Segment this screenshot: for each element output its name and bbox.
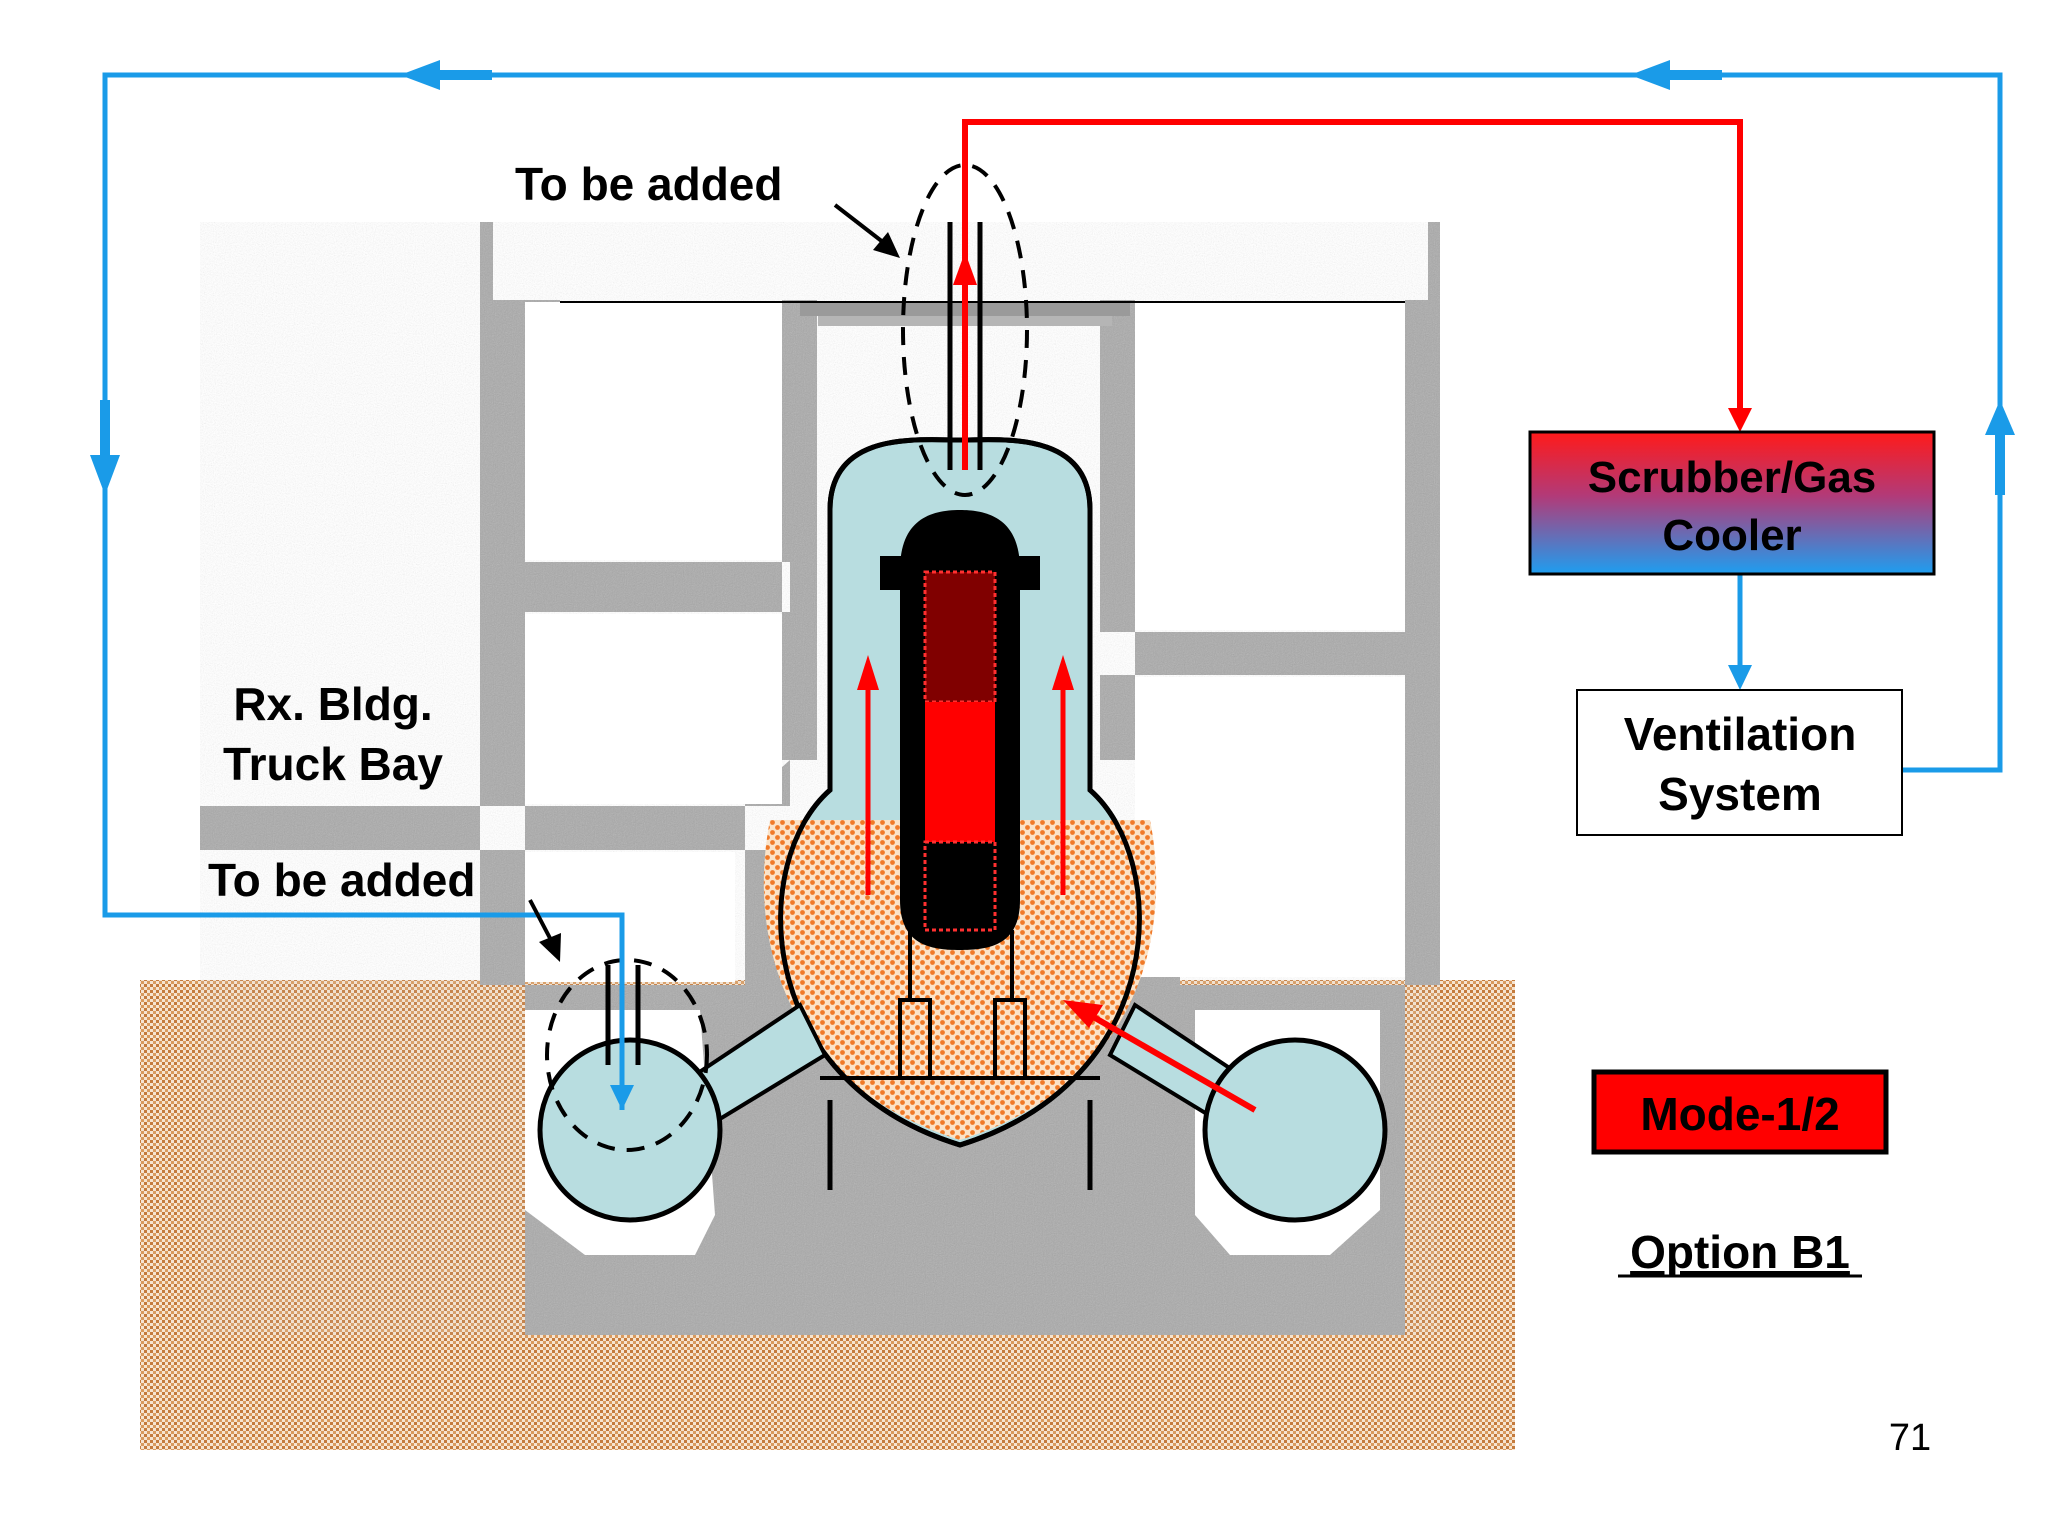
callout-arrows: [528, 203, 900, 962]
mode-label: Mode-1/2: [1640, 1088, 1839, 1140]
truck-bay-label-line2: Truck Bay: [223, 738, 443, 790]
to-be-added-top-label: To be added: [515, 158, 783, 210]
truck-bay-label-line1: Rx. Bldg.: [233, 678, 432, 730]
scrubber-label-line1: Scrubber/Gas: [1588, 453, 1877, 502]
scrubber-gas-cooler-box: Scrubber/Gas Cooler: [1528, 430, 1936, 576]
to-be-added-top-marker: [901, 163, 1029, 497]
scrubber-label-line2: Cooler: [1662, 511, 1801, 560]
to-be-added-bottom-label: To be added: [208, 854, 476, 906]
mode-badge: Mode-1/2: [1591, 1069, 1889, 1155]
suppression-chamber-left: [537, 1002, 828, 1223]
top-vent-pipe: [901, 163, 1029, 497]
ventilation-system-box: Ventilation System: [1576, 689, 1903, 836]
reactor-pressure-vessel: [880, 510, 1040, 950]
hot-gas-line: [962, 119, 1752, 432]
internal-flow-arrows: [857, 655, 1257, 1113]
option-label: Option B1: [1630, 1226, 1850, 1278]
ventilation-label-line1: Ventilation: [1624, 708, 1857, 760]
to-be-added-bottom-marker: [545, 958, 709, 1152]
cold-flow-arrowheads: [90, 60, 2015, 1110]
cold-return-loop: [102, 72, 2003, 1110]
ventilation-label-line2: System: [1658, 768, 1822, 820]
wetwell-vent-pipe: [545, 958, 709, 1152]
page-number: 71: [1889, 1417, 1931, 1459]
